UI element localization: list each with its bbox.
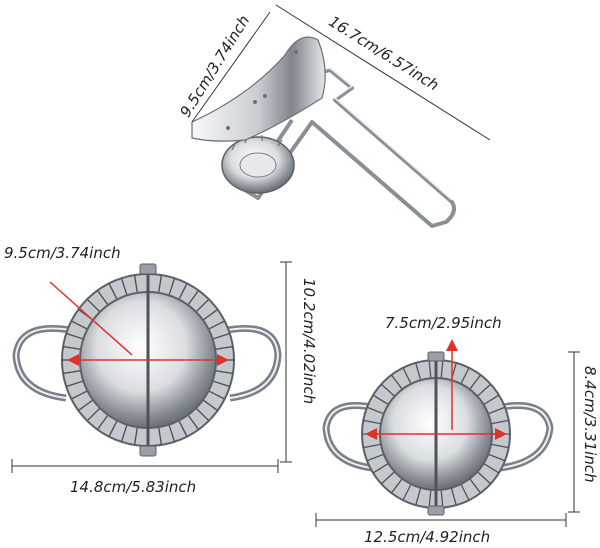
rim-flute <box>460 483 470 501</box>
rim-flute <box>168 424 176 443</box>
rim-flute <box>487 406 506 415</box>
small-mold-diameter-label: 7.5cm/2.95inch <box>385 314 502 332</box>
rim-flute <box>96 290 109 306</box>
rim-flute <box>187 290 200 306</box>
rim-flute <box>402 483 412 501</box>
rim-flute <box>487 453 506 462</box>
rim-flute <box>120 424 128 443</box>
rim-flute <box>62 345 81 351</box>
rim-flute <box>202 399 218 412</box>
rim-flute <box>363 443 382 449</box>
rim-flute <box>78 399 94 412</box>
small-mold-width-dimension <box>315 513 567 527</box>
rim-flute <box>215 345 234 351</box>
cutter-blade <box>191 36 326 142</box>
rim-flute <box>380 383 396 397</box>
dough-cutter <box>191 36 456 228</box>
small-mold-width-label: 12.5cm/4.92inch <box>364 528 491 546</box>
rim-flute <box>108 283 118 300</box>
rim-flute <box>157 427 163 446</box>
rim-flute <box>402 367 412 385</box>
rim-flute <box>133 427 139 446</box>
rim-flute <box>215 369 234 375</box>
rim-flute <box>469 478 482 494</box>
rim-flute <box>440 489 444 508</box>
large-mold-diameter-label: 9.5cm/3.74inch <box>4 244 121 262</box>
large-mold-width-dimension <box>11 459 279 473</box>
rim-flute <box>415 487 422 506</box>
rim-flute <box>428 360 432 379</box>
rim-flute <box>168 277 176 296</box>
rim-flute <box>390 374 403 390</box>
rim-flute <box>65 332 84 340</box>
rim-flute <box>380 471 396 485</box>
rim-flute <box>202 308 218 321</box>
rim-flute <box>178 283 188 300</box>
rim-flute <box>476 471 492 485</box>
rim-flute <box>469 374 482 390</box>
small-mold-height-label: 8.4cm/3.31inch <box>581 366 599 483</box>
large-dumpling-mold <box>12 263 282 457</box>
rim-flute <box>450 487 457 506</box>
rim-flute <box>71 390 88 400</box>
rim-flute <box>208 390 225 400</box>
large-mold-height-label: 10.2cm/4.02inch <box>300 278 318 405</box>
rim-flute <box>483 394 500 406</box>
rim-flute <box>178 420 188 437</box>
rim-flute <box>460 367 470 385</box>
large-mold-height-dimension <box>280 261 292 463</box>
rim-flute <box>208 320 225 330</box>
small-dumpling-mold <box>322 339 554 516</box>
rim-flute <box>157 274 163 293</box>
rim-flute <box>415 362 422 381</box>
rim-flute <box>390 478 403 494</box>
cutter-length-dimension <box>275 4 491 141</box>
rim-flute <box>62 369 81 375</box>
large-mold-width-label: 14.8cm/5.83inch <box>70 478 197 496</box>
small-mold-height-dimension <box>568 351 580 513</box>
rim-flute <box>366 453 385 462</box>
rim-flute <box>212 380 231 388</box>
rim-flute <box>476 383 492 397</box>
rim-flute <box>71 320 88 330</box>
rim-flute <box>187 414 200 430</box>
cutter-wire-handle <box>243 68 456 228</box>
rim-flute <box>372 462 389 474</box>
cutter-roller <box>221 135 295 194</box>
rim-flute <box>195 298 210 313</box>
large-mold-right-handle <box>227 324 282 402</box>
rim-flute <box>490 443 509 449</box>
rim-flute <box>212 332 231 340</box>
rim-flute <box>428 489 432 508</box>
rim-flute <box>483 462 500 474</box>
rim-flute <box>86 298 101 313</box>
rim-flute <box>490 419 509 425</box>
rim-flute <box>440 360 444 379</box>
rim-flute <box>120 277 128 296</box>
rim-flute <box>86 407 101 422</box>
rim-flute <box>65 380 84 388</box>
rim-flute <box>372 394 389 406</box>
rim-flute <box>366 406 385 415</box>
rim-flute <box>133 274 139 293</box>
rim-flute <box>363 419 382 425</box>
rim-flute <box>96 414 109 430</box>
cutter-height-dimension <box>191 11 271 123</box>
rim-flute <box>195 407 210 422</box>
rim-flute <box>108 420 118 437</box>
